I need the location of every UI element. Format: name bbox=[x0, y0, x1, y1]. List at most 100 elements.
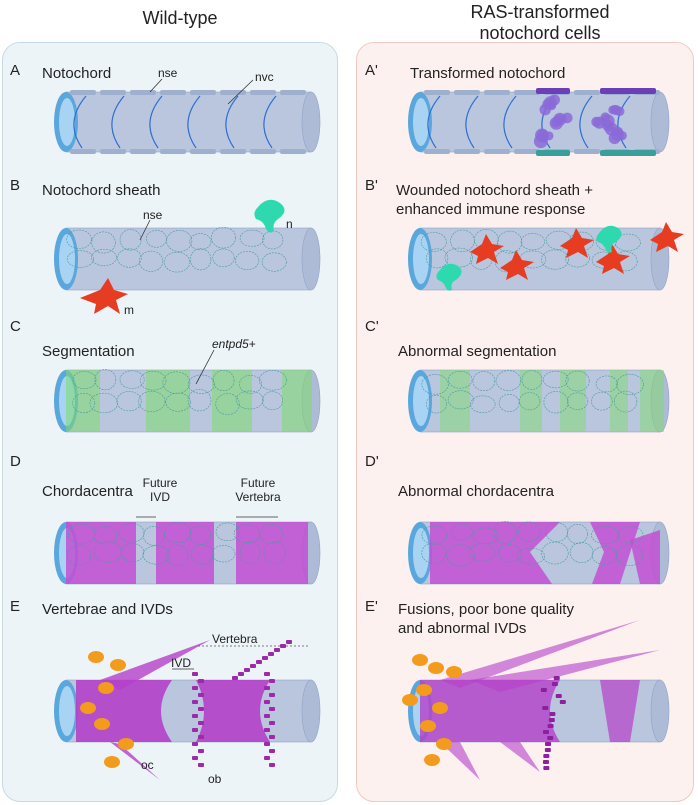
title-vertebrae-ivds: Vertebrae and IVDs bbox=[42, 601, 173, 618]
panel-letter-e-prime: E' bbox=[365, 598, 378, 615]
sheath-cells-d-left-cell bbox=[239, 541, 261, 564]
sheath-cells-d-left-cell bbox=[259, 524, 284, 544]
fused-vertebra bbox=[420, 680, 560, 742]
tumor-cell bbox=[549, 116, 563, 130]
panel-letter-b: B bbox=[10, 177, 21, 194]
sheath-cells-d-left-cell bbox=[142, 545, 171, 565]
osteoclast-cell-right bbox=[412, 654, 428, 666]
abnormal-segment-band bbox=[440, 370, 470, 432]
sheath-cells-b-right-cell bbox=[474, 229, 499, 250]
sheath-cells-d-right-cell bbox=[516, 547, 545, 565]
immune-macrophage bbox=[560, 228, 594, 258]
sheath-cells-b-left bbox=[66, 226, 287, 273]
label-entpd5-gene: entpd5 bbox=[212, 337, 249, 351]
sheath-cells-d-right bbox=[421, 521, 644, 567]
segment-green-band bbox=[282, 370, 312, 432]
notochord-a-right-arc bbox=[617, 95, 631, 149]
panel-letter-d-prime: D' bbox=[365, 453, 379, 470]
notochord-a-left-ridge-top bbox=[220, 90, 246, 95]
sheath-cells-c-right-cell bbox=[614, 390, 638, 413]
sheath-cells-d-right-cell bbox=[617, 526, 644, 544]
sheath-cells-d-right-cell bbox=[567, 523, 588, 544]
sheath-cells-d-right-cell bbox=[517, 521, 541, 542]
notochord-a-right-arc bbox=[503, 95, 517, 149]
title-abnormal-chordacentra: Abnormal chordacentra bbox=[398, 483, 554, 500]
osteoclast-cell bbox=[118, 738, 134, 750]
tube-c-right-near-end-inner bbox=[413, 376, 429, 426]
sheath-cells-d-left-cell bbox=[92, 526, 118, 545]
sheath-cells-d-right-cell bbox=[421, 525, 448, 545]
sheath-cells-b-left-cell bbox=[66, 229, 92, 249]
osteoblast-cell bbox=[262, 656, 268, 660]
label-osteoclast: oc bbox=[141, 758, 154, 772]
label-future-vertebra: Future Vertebra bbox=[230, 476, 286, 504]
sheath-cells-c-left-cell bbox=[215, 393, 240, 416]
title-fusions: Fusions, poor bone quality and abnormal … bbox=[398, 600, 574, 638]
label-future-ivd-line2: IVD bbox=[149, 490, 170, 504]
sheath-cells-c-left-cell bbox=[261, 391, 283, 411]
notochord-a-right-ridge-top bbox=[484, 90, 510, 95]
title-fusions-line2: and abnormal IVDs bbox=[398, 620, 527, 637]
osteoblast-cell-right bbox=[540, 688, 547, 692]
osteoblast-cell bbox=[192, 742, 198, 746]
notochord-a-left-ridge-top bbox=[160, 90, 186, 95]
osteoblast-cell bbox=[198, 693, 204, 697]
osteoclast-cell-right bbox=[402, 694, 418, 706]
label-nvc: nvc bbox=[255, 70, 274, 84]
sheath-cells-c-right-cell bbox=[521, 370, 543, 390]
sheath-cells-c-left-cell bbox=[212, 370, 235, 392]
sheath-cells-d-right-cell bbox=[616, 544, 644, 566]
pointer-nvc bbox=[227, 79, 254, 105]
sheath-cells-d-left-cell bbox=[164, 522, 191, 544]
notochord-a-left-ridge-bottom bbox=[280, 149, 306, 154]
notochord-a-right-ridge-top bbox=[574, 90, 600, 95]
notochord-a-right-arc bbox=[427, 95, 441, 149]
notochord-a-left-arc bbox=[73, 95, 87, 149]
osteoblast-cell bbox=[250, 664, 256, 668]
osteoclast-cell-right bbox=[432, 702, 448, 714]
sheath-cells-c-right-cell bbox=[542, 370, 569, 389]
notochord-a-right-ridge-bottom bbox=[424, 149, 450, 154]
osteoblast-cell-right bbox=[543, 766, 550, 770]
sheath-cells-d-right-cell bbox=[497, 544, 522, 563]
sheath-cells-d-left-cell bbox=[93, 541, 122, 563]
osteoblast-cell bbox=[269, 707, 275, 711]
sheath-cells-c-left-cell bbox=[139, 370, 167, 391]
osteoblast-cell bbox=[198, 735, 204, 739]
sheath-cells-c-left-cell bbox=[72, 371, 97, 389]
label-entpd5-suffix: + bbox=[248, 337, 256, 351]
sheath-cells-c-left-cell bbox=[258, 370, 287, 391]
sheath-cells-b-right-cell bbox=[425, 248, 449, 269]
sheath-cells-b-left-cell bbox=[235, 251, 260, 270]
notochord-a-left-ridge-bottom bbox=[250, 149, 276, 154]
sheath-cells-c-right-cell bbox=[447, 390, 474, 410]
sheath-cells-b-left-cell bbox=[189, 248, 212, 271]
abnormal-vertebra bbox=[600, 680, 640, 742]
sheath-cells-c-right-cell bbox=[566, 392, 589, 410]
abnormal-segment-band bbox=[520, 370, 542, 432]
sheath-cells-d-left-cell bbox=[121, 543, 145, 563]
tumor-cell bbox=[611, 105, 622, 116]
sheath-cells-c-right-cell bbox=[595, 375, 618, 393]
sheath-cells-b-left-cell bbox=[166, 230, 193, 252]
osteoblast-cell-right bbox=[544, 748, 551, 752]
panel-letter-c: C bbox=[10, 318, 21, 335]
sheath-cells-b-left-cell bbox=[211, 226, 236, 249]
sheath-cells-d-left-cell bbox=[233, 524, 261, 544]
notochord-a-right-ridge-top bbox=[424, 90, 450, 95]
osteoblast-cell bbox=[232, 676, 238, 680]
tumor-sheath-bottom-1 bbox=[536, 150, 570, 156]
osteoclast-cell bbox=[94, 718, 110, 730]
sheath-cells-c-right-cell bbox=[591, 391, 613, 411]
osteoclast-cell bbox=[80, 702, 96, 714]
tumor-sheath-top-1 bbox=[536, 88, 570, 94]
vertebra-body-2 bbox=[196, 680, 270, 742]
osteoblast-cell bbox=[269, 721, 275, 725]
abnormal-chordacentrum-3 bbox=[630, 530, 660, 584]
neural-arch-right-2 bbox=[470, 650, 660, 692]
label-future-vertebra-line2: Vertebra bbox=[235, 490, 281, 504]
title-transformed-notochord: Transformed notochord bbox=[410, 65, 566, 82]
sheath-cells-b-left-cell bbox=[91, 231, 116, 254]
osteoclast-cell-right bbox=[436, 738, 452, 750]
sheath-cells-c-right-cell bbox=[498, 394, 520, 413]
